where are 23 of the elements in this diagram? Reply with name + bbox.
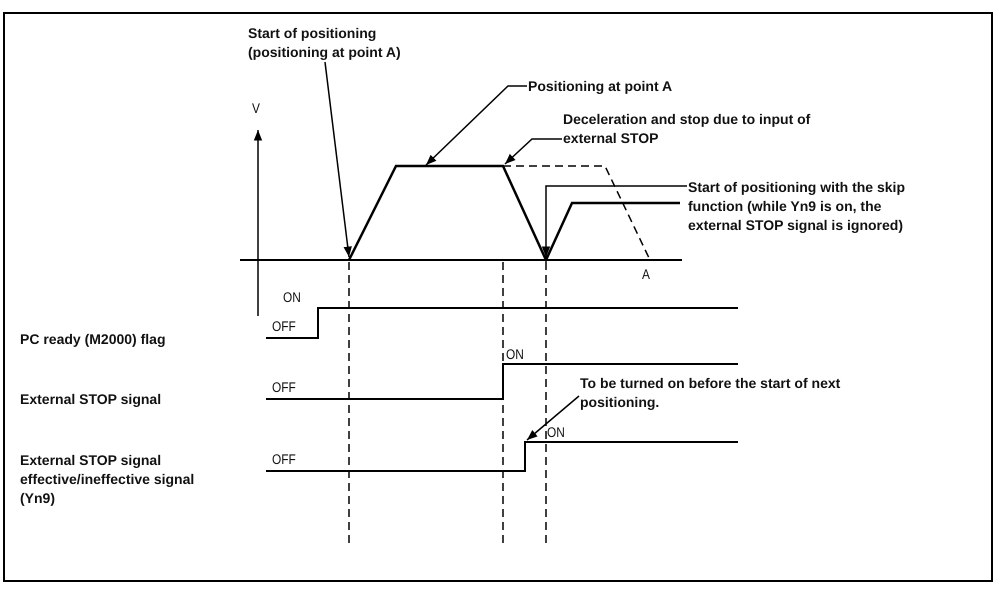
axis-label: A bbox=[642, 266, 650, 282]
leader-line bbox=[526, 395, 580, 441]
timing-waveform bbox=[266, 441, 738, 472]
callout-text: Positioning at point A bbox=[528, 77, 728, 96]
leader-line bbox=[425, 85, 527, 166]
callout-text: Deceleration and stop due to input of external STOP bbox=[563, 110, 833, 148]
leader-line bbox=[324, 62, 352, 258]
state-label: OFF bbox=[272, 379, 296, 395]
state-label: OFF bbox=[272, 318, 296, 334]
signal-name: External STOP signal bbox=[20, 390, 162, 409]
callout-text: To be turned on before the start of next positioning. bbox=[580, 374, 900, 412]
axis-label: V bbox=[252, 100, 260, 116]
callout-text: Start of positioning (positioning at point A) bbox=[248, 24, 423, 62]
leader-line bbox=[504, 138, 562, 165]
signal-name: PC ready (M2000) flag bbox=[20, 330, 166, 349]
state-label: ON bbox=[283, 289, 301, 305]
state-label: ON bbox=[547, 424, 565, 440]
velocity-profile bbox=[348, 164, 680, 263]
signal-name: External STOP signal effective/ineffective signal (Yn9) bbox=[20, 451, 196, 508]
callout-text: Start of positioning with the skip function (while Yn9 is on, the external STOP signal is ignored) bbox=[688, 178, 938, 235]
leader-line bbox=[542, 185, 687, 257]
state-label: ON bbox=[506, 346, 524, 362]
state-label: OFF bbox=[272, 451, 296, 467]
